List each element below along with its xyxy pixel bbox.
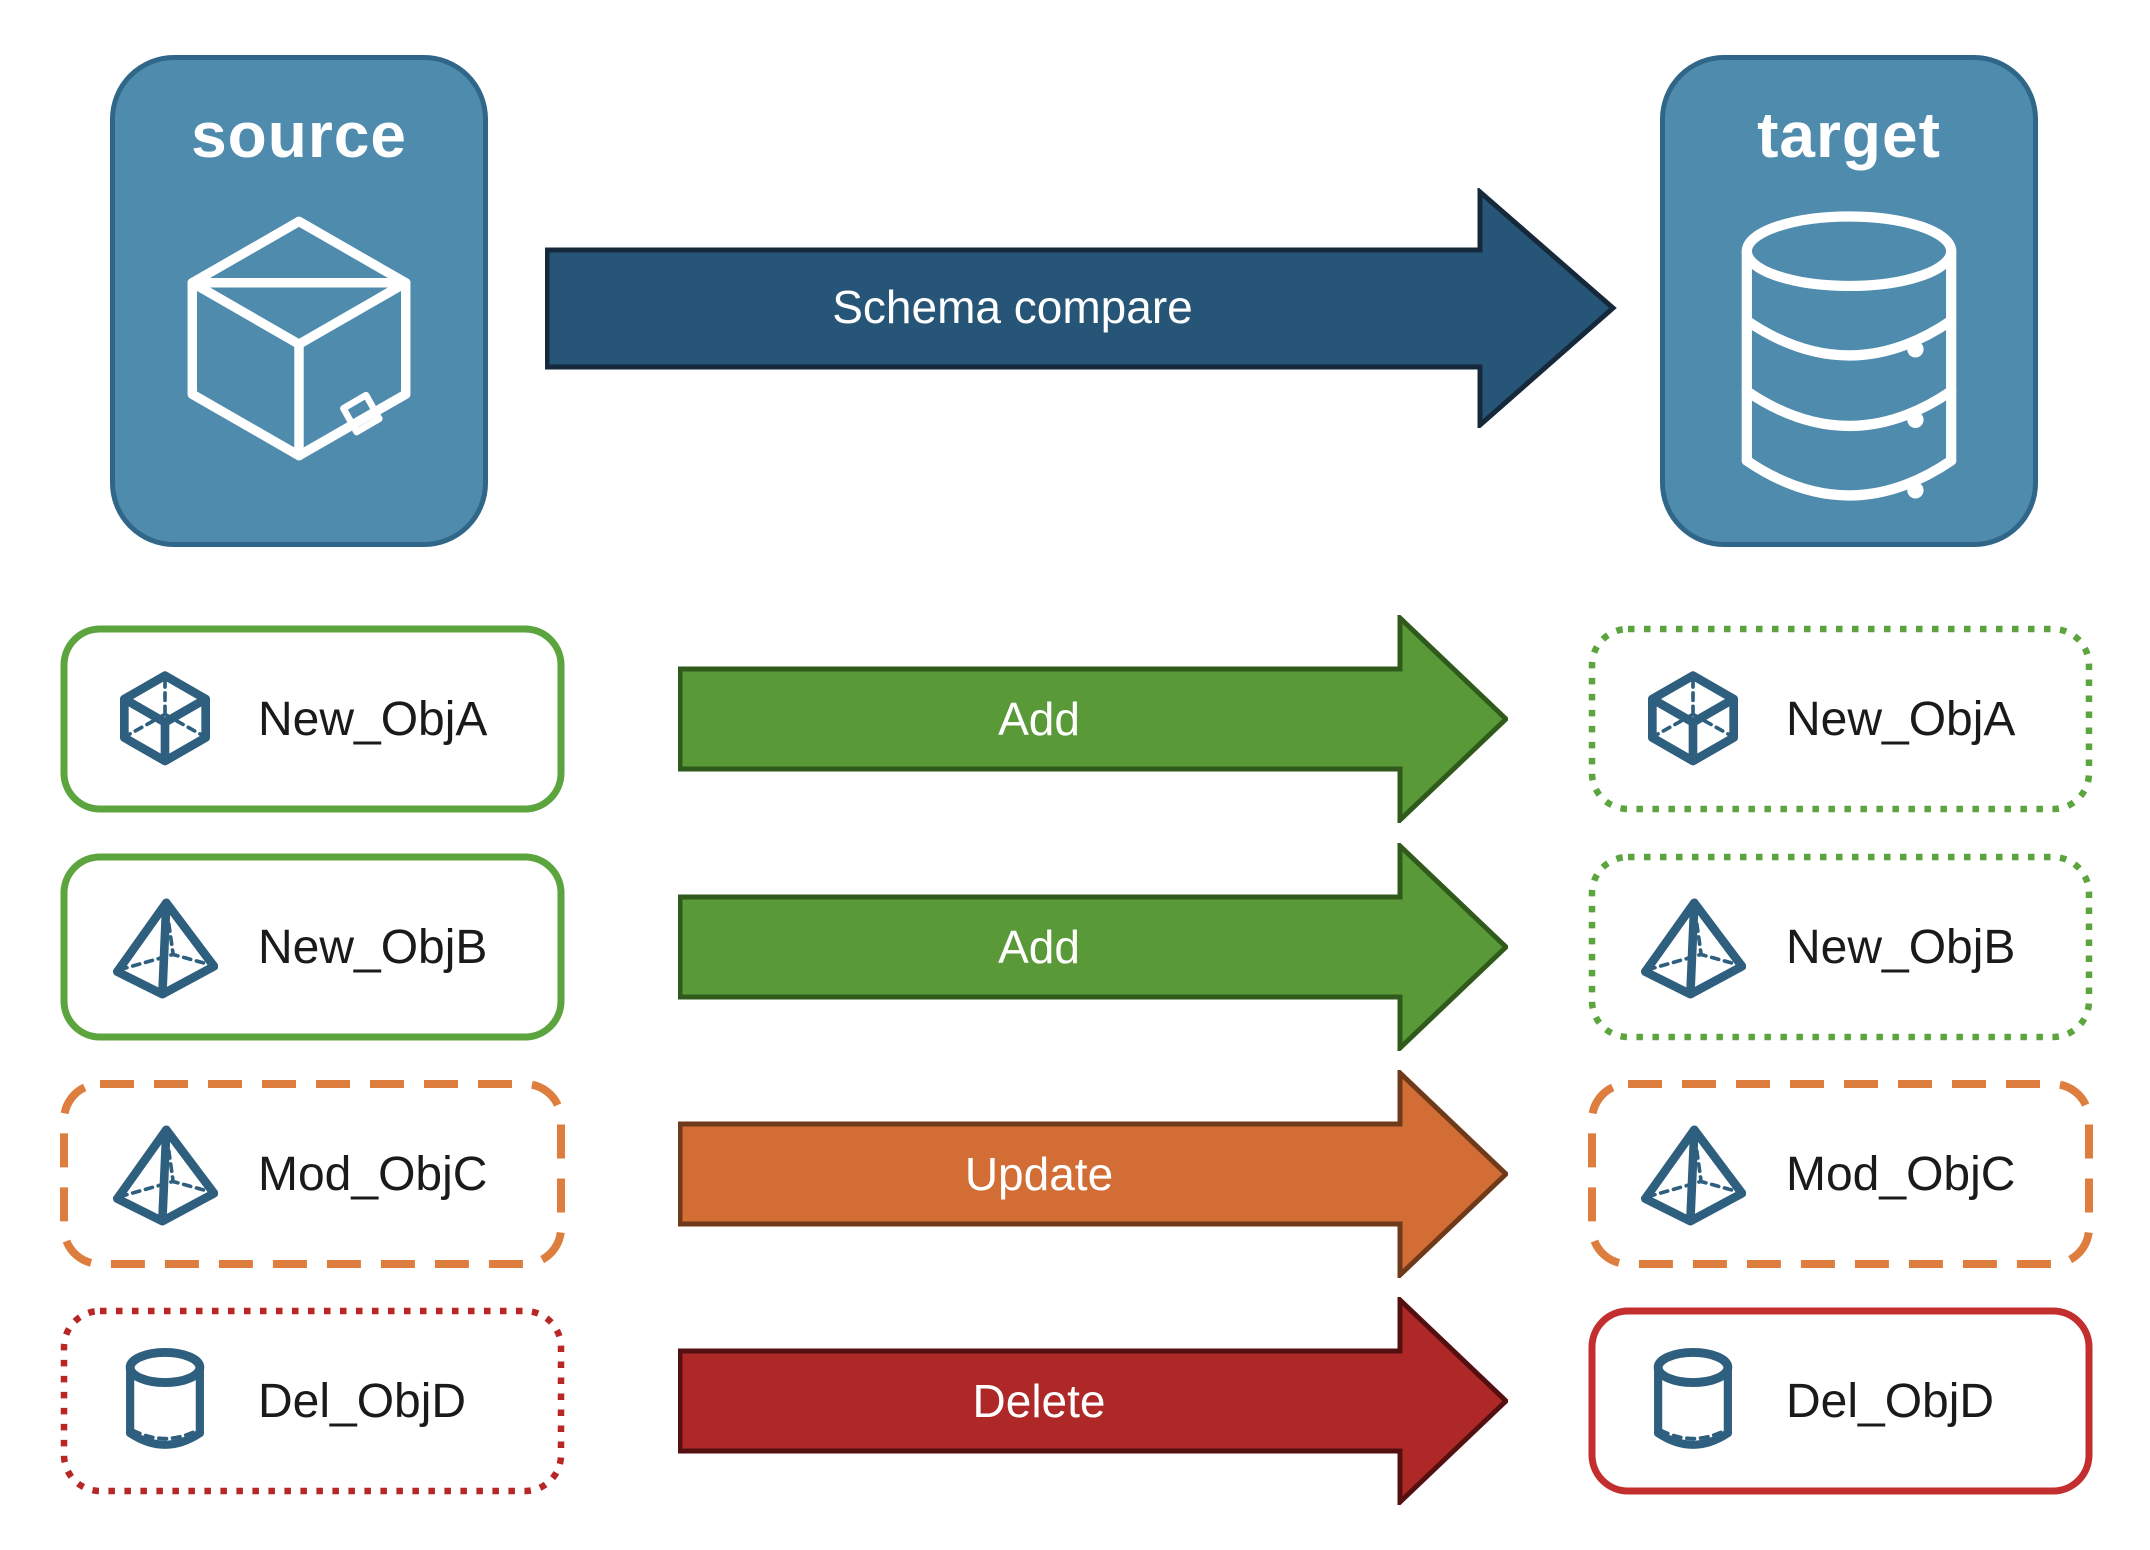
object-label: Del_ObjD xyxy=(1786,1374,1995,1428)
update-arrow-shape xyxy=(678,1070,1508,1278)
target-object-box: New_ObjA xyxy=(1588,625,2093,813)
source-object-border xyxy=(60,853,565,1041)
object-label: Mod_ObjC xyxy=(1786,1147,2016,1201)
add-arrow xyxy=(678,843,1508,1051)
source-object-border xyxy=(60,625,565,813)
cylinder-icon xyxy=(125,1348,205,1449)
add-arrow-label: Add xyxy=(998,693,1080,745)
pyramid-icon xyxy=(1640,897,1746,999)
package-icon xyxy=(187,216,411,461)
source-panel-title: source xyxy=(191,99,407,171)
pyramid-icon xyxy=(112,897,218,999)
source-object-border xyxy=(60,1307,565,1495)
database-icon xyxy=(1741,211,1957,501)
pyramid-icon xyxy=(112,1124,218,1226)
add-arrow-shape xyxy=(678,843,1508,1051)
target-panel-title: target xyxy=(1757,99,1941,171)
update-arrow xyxy=(678,1070,1508,1278)
target-object-border xyxy=(1588,625,2093,813)
target-panel: target xyxy=(1660,55,2038,547)
target-object-box: Del_ObjD xyxy=(1588,1307,2093,1495)
delete-arrow-label: Delete xyxy=(972,1375,1106,1427)
target-object-border xyxy=(1588,1307,2093,1495)
object-label: New_ObjA xyxy=(258,692,488,746)
target-object-border xyxy=(1588,853,2093,1041)
pyramid-icon xyxy=(1640,1124,1746,1226)
cube-icon xyxy=(120,671,210,766)
cylinder-icon xyxy=(1653,1348,1733,1449)
add-arrow-label: Add xyxy=(998,921,1080,973)
source-object-box: New_ObjA xyxy=(60,625,565,813)
add-arrow xyxy=(678,615,1508,823)
target-object-box: New_ObjB xyxy=(1588,853,2093,1041)
source-object-box: Del_ObjD xyxy=(60,1307,565,1495)
schema-compare-arrow-shape xyxy=(545,188,1617,428)
update-arrow-label: Update xyxy=(964,1148,1114,1200)
delete-arrow-shape xyxy=(678,1297,1508,1505)
cube-icon xyxy=(1648,671,1738,766)
source-object-box: Mod_ObjC xyxy=(60,1080,565,1268)
target-object-box: Mod_ObjC xyxy=(1588,1080,2093,1268)
add-arrow-shape xyxy=(678,615,1508,823)
object-label: Del_ObjD xyxy=(258,1374,467,1428)
object-label: New_ObjB xyxy=(258,920,488,974)
source-object-box: New_ObjB xyxy=(60,853,565,1041)
delete-arrow xyxy=(678,1297,1508,1505)
object-label: Mod_ObjC xyxy=(258,1147,488,1201)
source-panel: source xyxy=(110,55,488,547)
object-label: New_ObjB xyxy=(1786,920,2016,974)
schema-compare-label: Schema compare xyxy=(832,280,1193,333)
schema-compare-arrow xyxy=(545,188,1617,428)
object-label: New_ObjA xyxy=(1786,692,2016,746)
